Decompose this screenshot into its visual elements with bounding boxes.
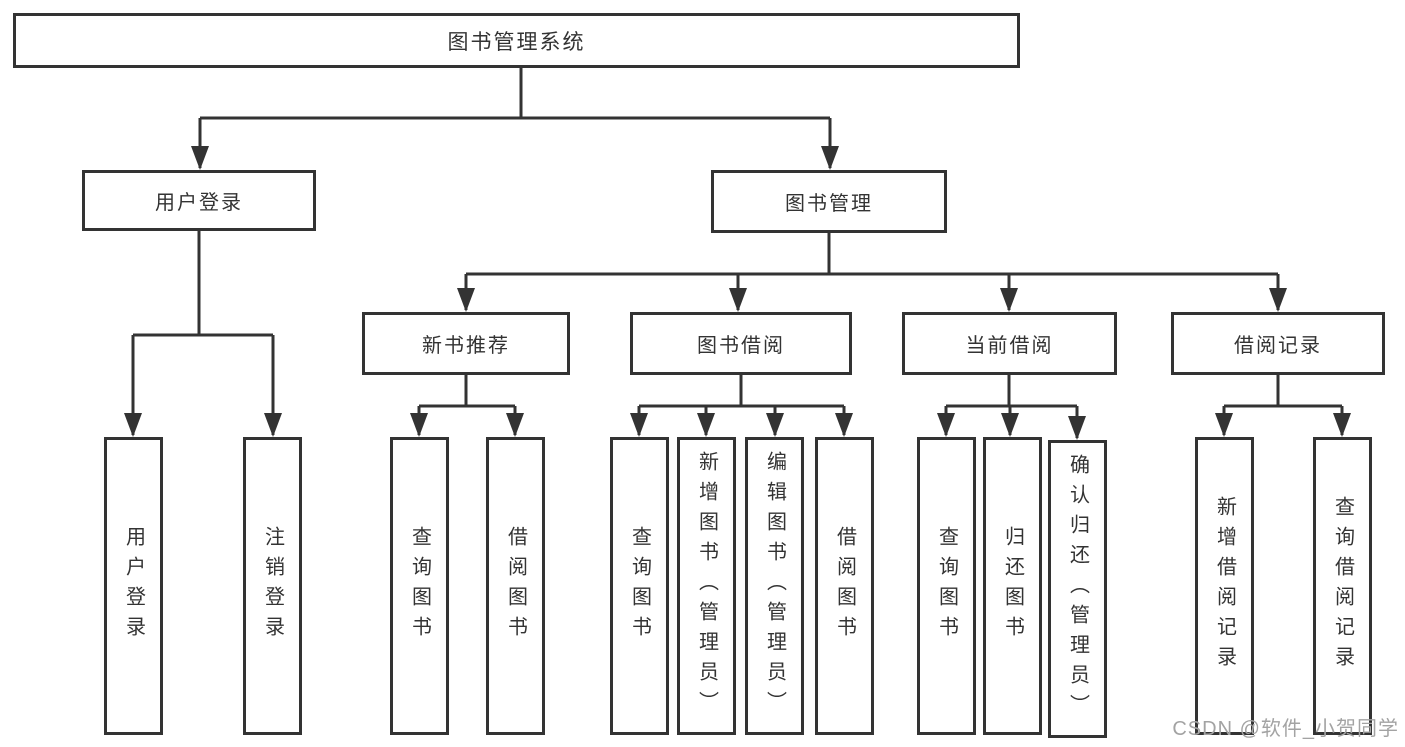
leaf-query-borrow-record: 查询借阅记录 [1313,437,1372,735]
leaf-logout: 注销登录 [243,437,302,735]
node-book-management-label: 图书管理 [785,193,873,215]
leaf-add-borrow-record-label: 新增借阅记录 [1213,496,1236,676]
leaf-edit-book-admin: 编辑图书（管理员） [745,437,804,735]
leaf-borrow-books-borrowing-label: 借阅图书 [833,526,856,646]
node-book-borrowing-label: 图书借阅 [697,335,785,357]
leaf-borrow-books-recommend-label: 借阅图书 [504,526,527,646]
node-user-login: 用户登录 [82,170,316,231]
leaf-add-book-admin-label: 新增图书（管理员） [695,451,718,721]
node-current-borrowing: 当前借阅 [902,312,1117,375]
node-book-borrowing: 图书借阅 [630,312,852,375]
node-new-book-recommendation: 新书推荐 [362,312,570,375]
leaf-return-book-label: 归还图书 [1001,526,1024,646]
leaf-borrow-books-recommend: 借阅图书 [486,437,545,735]
leaf-edit-book-admin-label: 编辑图书（管理员） [763,451,786,721]
tree-edges [131,68,1344,438]
leaf-add-borrow-record: 新增借阅记录 [1195,437,1254,735]
node-new-book-recommendation-label: 新书推荐 [422,335,510,357]
node-book-management: 图书管理 [711,170,947,233]
leaf-return-book: 归还图书 [983,437,1042,735]
leaf-query-books-borrowing-label: 查询图书 [628,526,651,646]
leaf-add-book-admin: 新增图书（管理员） [677,437,736,735]
leaf-query-books-borrowing: 查询图书 [610,437,669,735]
leaf-query-borrow-record-label: 查询借阅记录 [1331,496,1354,676]
leaf-confirm-return-admin-label: 确认归还（管理员） [1066,454,1089,724]
leaf-user-login-label: 用户登录 [122,526,145,646]
node-borrowing-records: 借阅记录 [1171,312,1385,375]
leaf-query-books-recommend-label: 查询图书 [408,526,431,646]
leaf-borrow-books-borrowing: 借阅图书 [815,437,874,735]
node-user-login-label: 用户登录 [155,192,243,214]
leaf-user-login: 用户登录 [104,437,163,735]
leaf-query-books-current-label: 查询图书 [935,526,958,646]
node-root-label: 图书管理系统 [447,30,586,54]
leaf-query-books-recommend: 查询图书 [390,437,449,735]
leaf-query-books-current: 查询图书 [917,437,976,735]
node-borrowing-records-label: 借阅记录 [1234,335,1322,357]
node-root: 图书管理系统 [13,13,1020,68]
csdn-watermark: CSDN @软件_小贺同学 [1172,718,1399,740]
leaf-confirm-return-admin: 确认归还（管理员） [1048,440,1107,738]
node-current-borrowing-label: 当前借阅 [965,335,1054,357]
leaf-logout-label: 注销登录 [261,526,284,646]
